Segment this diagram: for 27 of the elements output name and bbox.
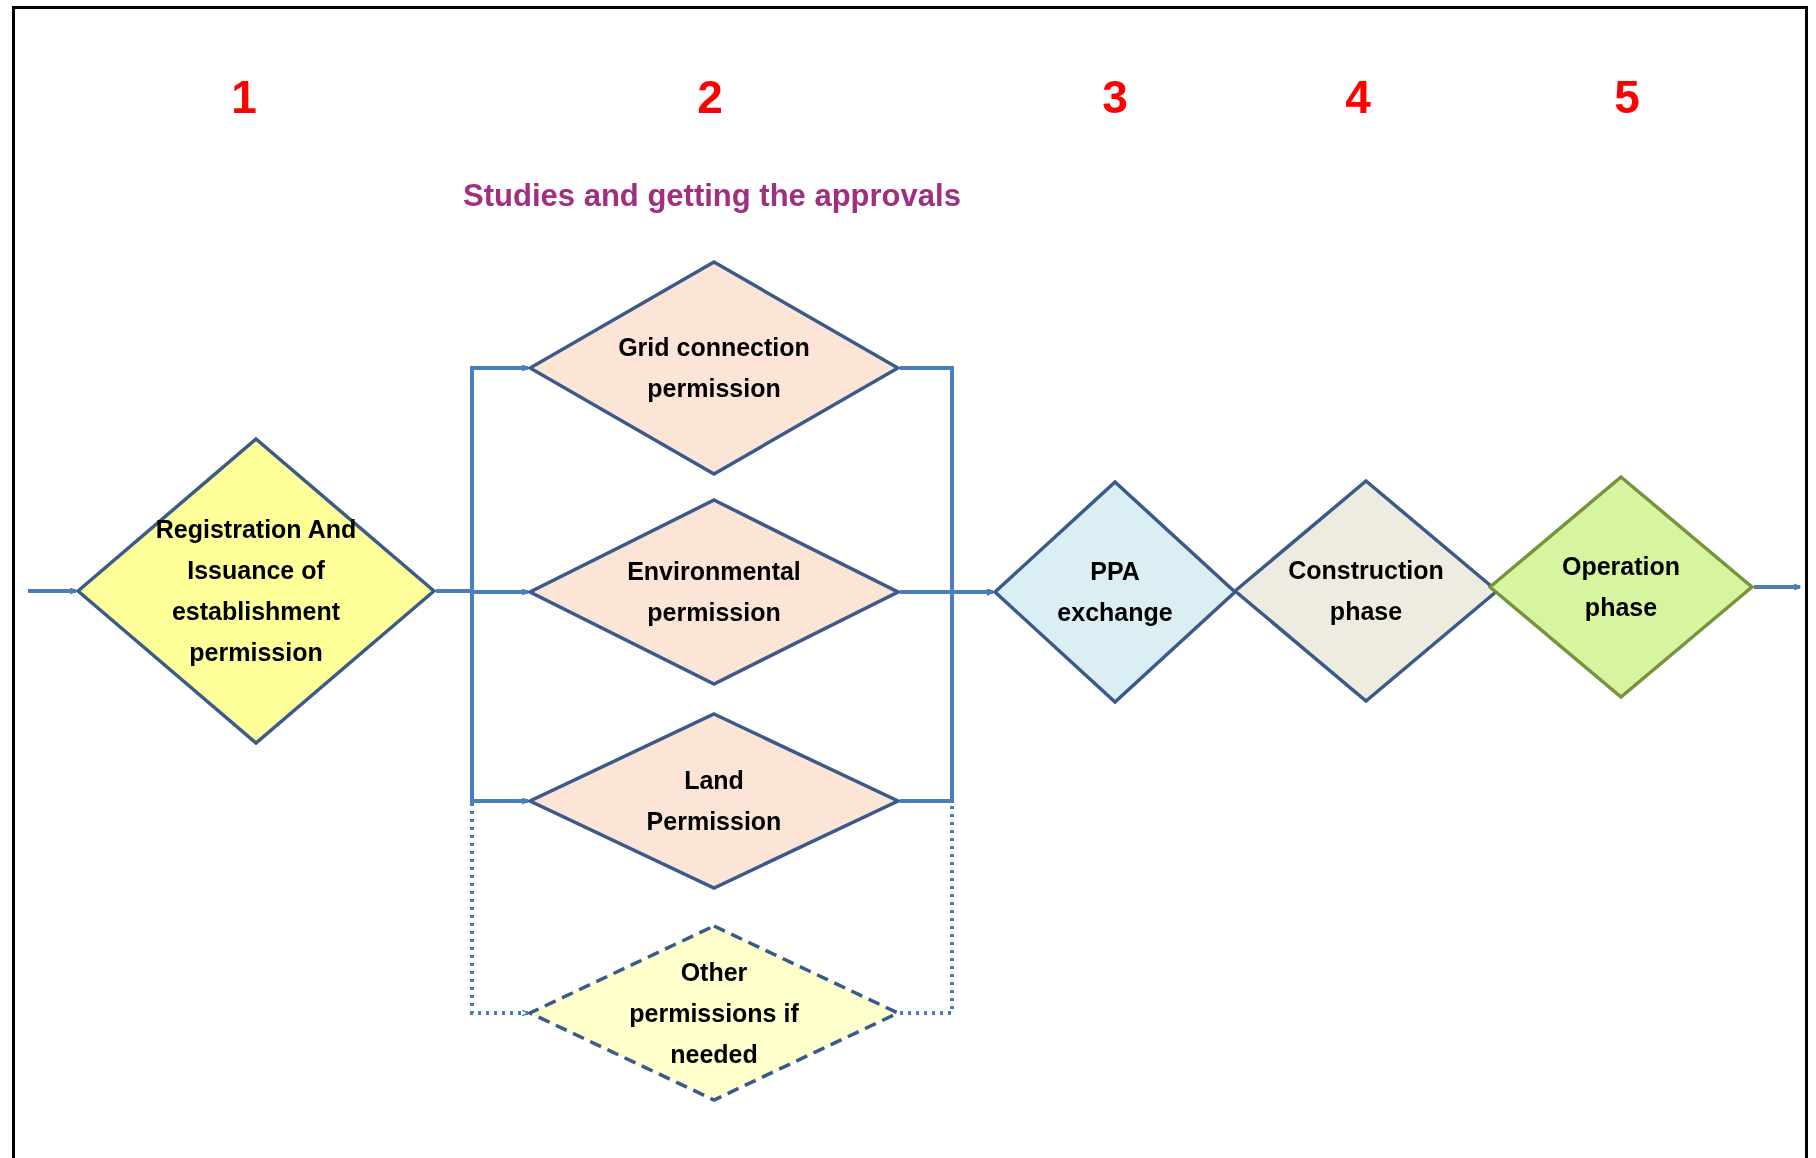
decision-diamond <box>528 712 900 890</box>
step-number: 3 <box>1102 69 1128 125</box>
diamond-label: Environmental permission <box>626 556 802 628</box>
decision-diamond <box>528 498 900 686</box>
diamond-label: Construction phase <box>1287 555 1445 627</box>
diamond-label: Grid connection permission <box>617 332 811 404</box>
decision-diamond <box>1233 479 1499 703</box>
diamond-label: Other permissions if needed <box>628 956 800 1070</box>
diamond-label: Registration And Issuance of establishment permission <box>154 514 358 668</box>
arrow <box>28 587 77 595</box>
arrow <box>436 589 529 1017</box>
step-number: 2 <box>697 69 723 125</box>
step-number: 4 <box>1345 69 1371 125</box>
diamond-label: PPA exchange <box>1056 556 1174 628</box>
decision-diamond <box>528 924 900 1102</box>
step-number: 1 <box>231 69 257 125</box>
decision-diamond <box>993 480 1237 704</box>
arrow <box>1754 583 1801 591</box>
decision-diamond <box>528 260 900 476</box>
arrow <box>436 589 529 805</box>
decision-diamond <box>1488 475 1754 699</box>
section-heading: Studies and getting the approvals <box>463 176 961 215</box>
arrow <box>900 588 994 1015</box>
diamond-label: Operation phase <box>1560 551 1682 623</box>
step-number: 5 <box>1614 69 1640 125</box>
diamond-label: Land Permission <box>645 765 783 837</box>
decision-diamond <box>76 437 436 745</box>
